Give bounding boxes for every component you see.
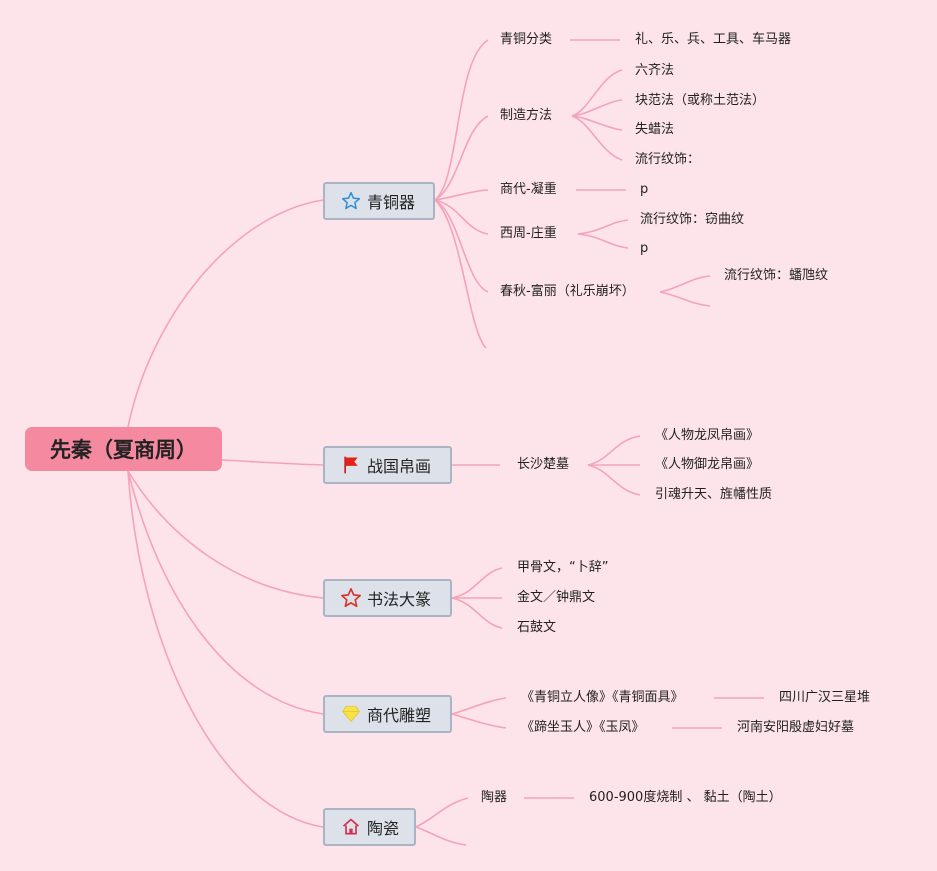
branch-calligraphy-label: 书法大篆 [367,590,432,609]
sculpture-item-detail[interactable]: 河南安阳殷虚妇好墓 [737,720,855,735]
link-westzhou-1 [577,219,629,235]
link-root-ceramics [127,470,324,828]
link-root-silk [221,459,324,466]
star-outline-red-icon [339,586,363,610]
star-outline-blue-icon [339,189,363,213]
link-bronze-classification [434,39,489,201]
branch-calligraphy[interactable]: 书法大篆 [323,579,452,617]
link-methods-1 [571,69,623,117]
tomb-item[interactable]: 《人物御龙帛画》 [655,457,760,472]
branch-silk-label: 战国帛画 [367,457,432,476]
link-root-calligraphy [127,470,324,599]
link-spring-2 [659,291,711,307]
method-item[interactable]: 失蜡法 [635,122,675,137]
method-item[interactable]: 块范法（或称土范法） [635,93,766,108]
bronze-classification-detail[interactable]: 礼、乐、兵、工具、车马器 [635,32,792,47]
link-root-sculpture [127,470,324,715]
bronze-west-zhou[interactable]: 西周-庄重 [500,226,557,241]
bronze-classification[interactable]: 青铜分类 [500,32,553,47]
house-icon [339,815,363,839]
link-tomb-3 [587,464,641,496]
link-methods-4 [571,115,623,161]
west-zhou-item[interactable]: 流行纹饰：窃曲纹 [640,212,745,227]
gem-yellow-icon [339,702,363,726]
sculpture-item[interactable]: 《青铜立人像》《青铜面具》 [521,690,684,705]
ceramics-pottery[interactable]: 陶器 [481,790,508,805]
branch-bronze-label: 青铜器 [367,193,416,212]
root-topic[interactable]: 先秦（夏商周） [25,427,222,471]
silk-tomb[interactable]: 长沙楚墓 [517,457,570,472]
branch-ceramics[interactable]: 陶瓷 [323,808,416,846]
method-item[interactable]: 六齐法 [635,63,675,78]
link-bronze-shang [434,189,489,201]
branch-ceramics-label: 陶瓷 [367,819,400,838]
link-bronze-methods [434,115,489,201]
link-ceramics-empty [415,826,467,846]
calligraphy-item[interactable]: 金文／钟鼎文 [517,590,596,605]
link-sculpt-2 [451,713,507,729]
branch-bronze[interactable]: 青铜器 [323,182,435,220]
ceramics-pottery-detail[interactable]: 600-900度烧制 、 黏土（陶土） [589,790,782,805]
sculpture-item-detail[interactable]: 四川广汉三星堆 [779,690,871,705]
link-methods-2 [571,99,623,117]
branch-sculpture[interactable]: 商代雕塑 [323,695,452,733]
tomb-item[interactable]: 《人物龙凤帛画》 [655,428,760,443]
red-flag-icon [339,453,363,477]
link-spring-1 [659,275,711,293]
branch-silk-painting[interactable]: 战国帛画 [323,446,452,484]
link-bronze-spring [434,199,489,293]
link-sculpt-1 [451,697,507,715]
link-tomb-1 [587,435,641,466]
link-callig-1 [451,567,503,599]
link-bronze-empty [434,199,487,349]
bronze-shang[interactable]: 商代-凝重 [500,182,557,197]
calligraphy-item[interactable]: 甲骨文，“卜辞” [517,560,609,575]
west-zhou-item[interactable]: p [640,241,649,256]
tomb-item[interactable]: 引魂升天、旌幡性质 [655,487,773,502]
bronze-shang-detail[interactable]: p [640,182,649,197]
link-bronze-westzhou [434,199,489,235]
link-ceramics-pottery [415,797,469,828]
link-westzhou-2 [577,233,629,249]
link-methods-3 [571,115,623,131]
link-callig-3 [451,597,503,629]
link-root-bronze [127,199,324,428]
bronze-methods[interactable]: 制造方法 [500,108,553,123]
branch-sculpture-label: 商代雕塑 [367,706,432,725]
spring-autumn-item[interactable]: 流行纹饰：蟠虺纹 [724,268,829,283]
sculpture-item[interactable]: 《蹄坐玉人》《玉凤》 [521,720,645,735]
calligraphy-item[interactable]: 石鼓文 [517,620,557,635]
method-item[interactable]: 流行纹饰： [635,152,701,167]
bronze-spring-autumn[interactable]: 春秋-富丽（礼乐崩坏） [500,284,635,299]
